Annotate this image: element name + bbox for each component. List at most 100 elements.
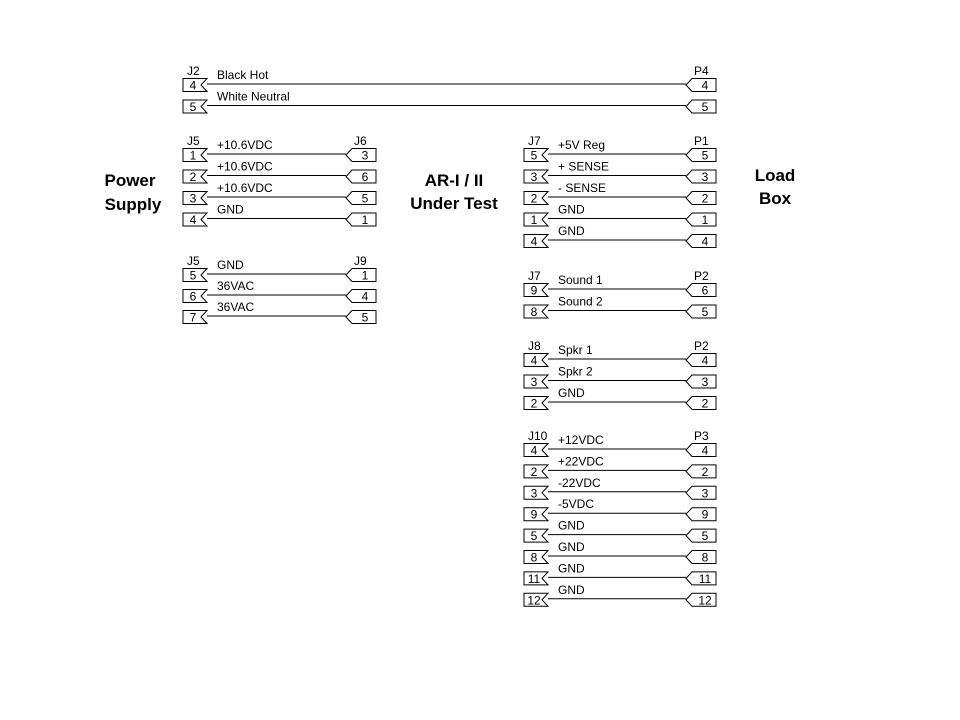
load-box-title-line2: Box: [759, 189, 792, 208]
left-pin-box: [523, 191, 550, 205]
left-pin-number: 9: [531, 508, 538, 522]
signal-label: - SENSE: [558, 181, 606, 195]
signal-label: +5V Reg: [558, 138, 605, 152]
signal-label: White Neutral: [217, 90, 290, 104]
right-pin-number: 5: [702, 529, 709, 543]
left-pin-number: 11: [528, 572, 541, 586]
left-pin-number: 4: [190, 79, 197, 93]
right-pin-number: 3: [362, 149, 369, 163]
right-pin-box: [345, 169, 377, 184]
left-pin-box: [523, 234, 550, 248]
left-pin-box: [523, 353, 550, 367]
left-pin-number: 3: [531, 486, 538, 500]
left-pin-number: 1: [531, 213, 538, 227]
left-pin-box: [523, 507, 550, 522]
signal-label: 36VAC: [217, 300, 254, 314]
left-connector-label: J10: [528, 429, 548, 443]
right-pin-number: 1: [702, 213, 709, 227]
right-pin-number: 5: [702, 149, 709, 163]
right-pin-box: [685, 283, 717, 297]
signal-label: GND: [217, 203, 244, 217]
right-pin-box: [685, 464, 717, 479]
left-pin-box: [523, 550, 550, 564]
signal-label: +10.6VDC: [217, 181, 273, 195]
right-pin-box: [685, 353, 717, 367]
left-pin-box: [182, 212, 209, 227]
right-pin-box: [685, 212, 717, 227]
right-pin-number: 11: [699, 572, 712, 586]
unit-under-test-title: AR-I / II Under Test: [410, 171, 498, 213]
right-pin-box: [345, 268, 377, 282]
wire: 1 1 GND: [523, 203, 717, 227]
signal-label: GND: [558, 583, 585, 597]
left-pin-box: [523, 464, 550, 479]
signal-label: +10.6VDC: [217, 160, 273, 174]
left-connector-label: J7: [528, 269, 541, 283]
signal-label: GND: [558, 561, 585, 575]
right-pin-box: [685, 191, 717, 205]
signal-label: 36VAC: [217, 279, 254, 293]
right-pin-number: 1: [362, 269, 369, 283]
signal-label: Sound 2: [558, 295, 603, 309]
right-connector-label: P4: [694, 64, 709, 78]
right-pin-number: 12: [698, 593, 712, 607]
signal-label: GND: [558, 386, 585, 400]
right-pin-box: [685, 528, 717, 543]
left-connector-label: J5: [187, 254, 200, 268]
left-pin-box: [523, 443, 550, 457]
left-pin-box: [523, 283, 550, 297]
right-pin-box: [685, 443, 717, 457]
right-pin-number: 8: [702, 551, 709, 565]
left-pin-number: 5: [531, 149, 538, 163]
left-pin-number: 6: [190, 290, 197, 304]
left-pin-number: 3: [531, 375, 538, 389]
left-pin-number: 5: [190, 100, 197, 114]
signal-label: GND: [558, 519, 585, 533]
right-pin-number: 5: [702, 305, 709, 319]
right-connector-label: P2: [694, 269, 709, 283]
left-connector-label: J5: [187, 134, 200, 148]
right-pin-box: [345, 191, 377, 205]
left-pin-box: [182, 191, 209, 205]
signal-label: Spkr 2: [558, 365, 593, 379]
right-pin-box: [685, 99, 717, 114]
signal-label: GND: [217, 258, 244, 272]
left-pin-number: 5: [190, 269, 197, 283]
left-pin-number: 1: [190, 149, 197, 163]
signal-label: GND: [558, 203, 585, 217]
right-pin-number: 6: [702, 284, 709, 298]
right-pin-number: 4: [702, 235, 709, 249]
left-pin-number: 8: [531, 551, 538, 565]
left-pin-box: [523, 304, 550, 319]
left-pin-number: 2: [531, 465, 538, 479]
right-connector-label: P1: [694, 134, 709, 148]
load-box-title-line1: Load: [755, 166, 796, 185]
power-supply-title: Power Supply: [104, 171, 161, 214]
right-pin-number: 5: [362, 192, 369, 206]
right-pin-number: 4: [362, 290, 369, 304]
left-pin-number: 2: [190, 170, 197, 184]
left-connector-label: J8: [528, 339, 541, 353]
right-pin-number: 6: [362, 170, 369, 184]
left-pin-box: [182, 268, 209, 282]
right-pin-box: [685, 550, 717, 564]
left-pin-number: 5: [531, 529, 538, 543]
right-pin-box: [685, 396, 717, 410]
right-pin-number: 4: [702, 354, 709, 368]
left-pin-box: [182, 148, 209, 162]
left-connector-label: J2: [187, 64, 200, 78]
right-pin-box: [685, 169, 717, 184]
left-pin-box: [523, 571, 550, 586]
